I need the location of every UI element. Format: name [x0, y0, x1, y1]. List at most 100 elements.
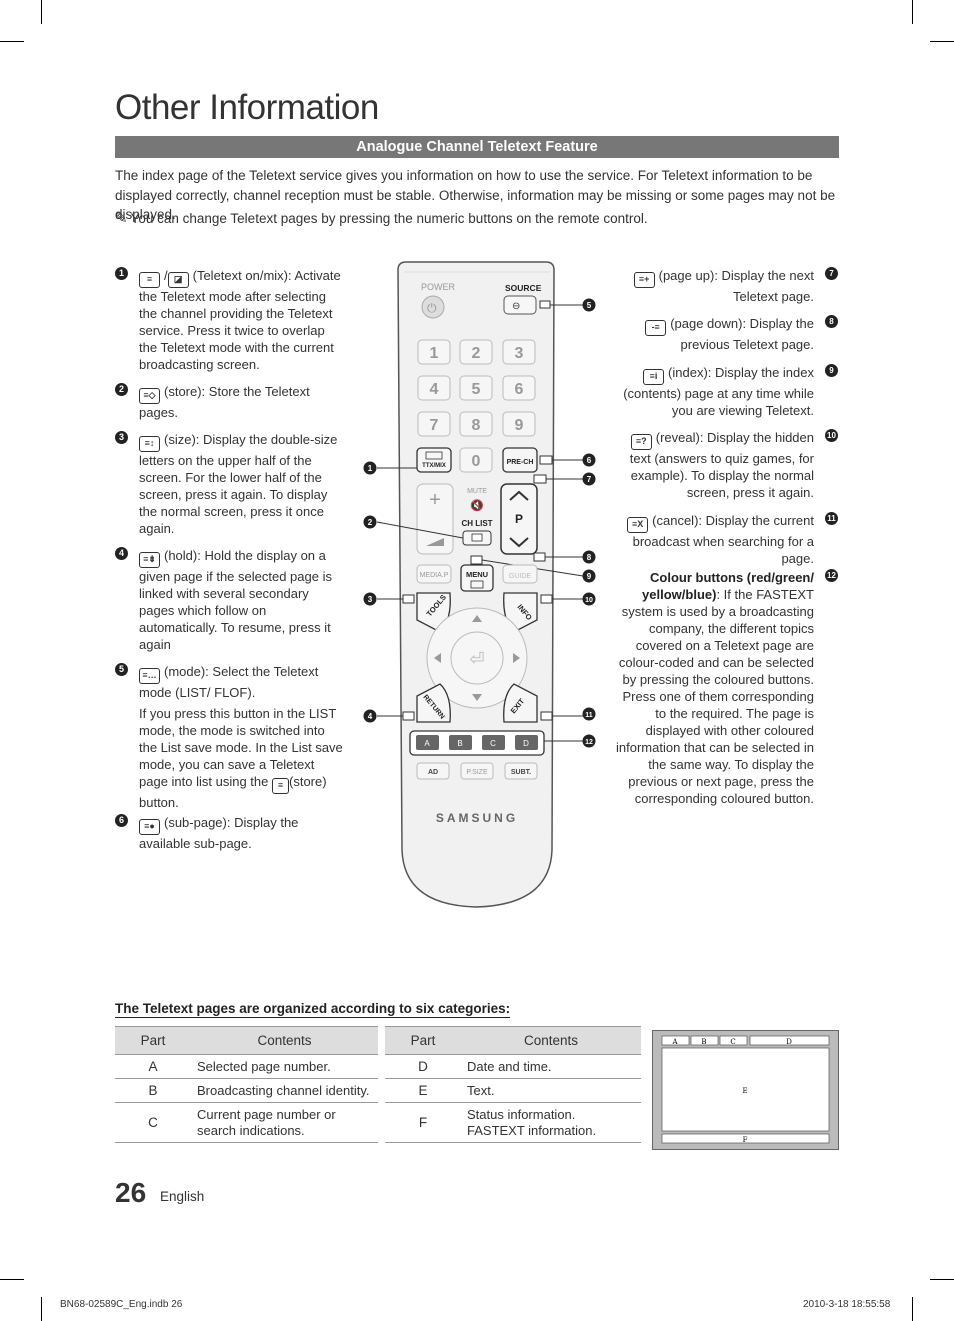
- item-number: 11: [825, 512, 838, 525]
- digit-label: 9: [515, 417, 524, 434]
- item-text: (page up): Display the next Teletext pag…: [658, 268, 814, 304]
- crop-mark: [930, 1279, 954, 1280]
- list-item: 10 ≡?(reveal): Display the hidden text (…: [614, 429, 838, 501]
- callout-number: 4: [368, 712, 373, 721]
- ch-list-label: CH LIST: [461, 519, 492, 528]
- callout-2: [363, 515, 377, 529]
- enter-icon: ⏎: [469, 649, 484, 669]
- callout-8: [582, 550, 596, 564]
- return-button: [416, 683, 451, 723]
- digit-label: 2: [472, 345, 481, 362]
- callout-9: [582, 569, 596, 583]
- page-down-icon: -≡: [645, 320, 667, 336]
- colour-button-label: A: [424, 739, 430, 748]
- ttx-mix-button: [416, 447, 452, 473]
- colour-button-label: B: [457, 739, 462, 748]
- down-arrow-icon: [472, 694, 482, 701]
- callout-6: [582, 453, 596, 467]
- item-number: 6: [115, 814, 128, 827]
- digit-button: [417, 375, 451, 401]
- digit-button: [502, 339, 536, 365]
- media-p-label: MEDIA.P: [420, 572, 449, 579]
- mode-icon: [539, 300, 551, 309]
- guide-button: [502, 564, 538, 584]
- callout-number: 7: [587, 475, 592, 484]
- p-size-button: [460, 762, 494, 780]
- cell-part: A: [115, 1054, 191, 1079]
- crop-mark: [0, 41, 24, 42]
- digit-label: 8: [472, 417, 481, 434]
- sub-page-icon: ≡●: [139, 819, 160, 835]
- source-label: SOURCE: [505, 283, 542, 293]
- footer-date: 2010-3-18 18:55:58: [803, 1299, 891, 1310]
- item-text: (mode): Select the Teletext mode (LIST/ …: [139, 664, 319, 700]
- callout-number: 8: [587, 553, 592, 562]
- store-icon: ≡: [272, 778, 289, 794]
- p-size-label: P.SIZE: [466, 769, 488, 776]
- digit-button: [459, 339, 493, 365]
- enter-button: [450, 631, 504, 685]
- crop-mark: [930, 41, 954, 42]
- digit-label: 3: [515, 345, 524, 362]
- crop-mark: [912, 1297, 913, 1321]
- item-number: 5: [115, 663, 128, 676]
- diagram-label: C: [730, 1038, 735, 1046]
- colour-button-d: [515, 735, 538, 750]
- list-item: 4 ≡⇟(hold): Hold the display on a given …: [115, 547, 345, 653]
- digit-label: 1: [430, 345, 439, 362]
- size-icon: [402, 594, 415, 604]
- brand-logo: SAMSUNG: [436, 811, 518, 825]
- crop-mark: [912, 0, 913, 24]
- guide-label: GUIDE: [509, 573, 532, 580]
- list-item: 9 ≡i(index): Display the index (contents…: [614, 364, 838, 419]
- cell-contents: Broadcasting channel identity.: [191, 1078, 378, 1103]
- page-down-icon: [533, 552, 546, 562]
- menu-button: [460, 564, 494, 592]
- diagram-part-b: [690, 1035, 719, 1046]
- colour-button-label: C: [490, 739, 496, 748]
- volume-up-icon: +: [429, 489, 441, 511]
- remote-control-illustration: POWER ⏻ SOURCE ⊖ 5 1 2 3 4 5 6 7 8 9 0 T…: [363, 261, 596, 908]
- cell-part: B: [115, 1078, 191, 1103]
- ad-label: AD: [428, 769, 438, 776]
- mute-label: MUTE: [467, 488, 487, 495]
- item-number: 3: [115, 431, 128, 444]
- diagram-part-a: [661, 1035, 690, 1046]
- reveal-icon: [540, 594, 553, 604]
- source-icon: ⊖: [512, 301, 520, 312]
- callout-number: 5: [587, 301, 592, 310]
- digit-button: [417, 411, 451, 437]
- digit-label: 4: [430, 381, 439, 398]
- list-item: 5 ≡…(mode): Select the Teletext mode (LI…: [115, 663, 345, 811]
- list-item: 8 -≡(page down): Display the previous Te…: [614, 315, 838, 353]
- exit-button: [503, 683, 538, 723]
- right-arrow-icon: [513, 653, 520, 663]
- item-number: 7: [825, 267, 838, 280]
- index-icon: ≡i: [643, 369, 665, 385]
- table-header-contents: Contents: [461, 1026, 641, 1055]
- p-label: P: [515, 512, 523, 526]
- callout-7: [582, 472, 596, 486]
- callout-10: [582, 592, 596, 606]
- left-arrow-icon: [434, 653, 441, 663]
- callout-number: 11: [585, 712, 593, 719]
- list-item: 11 ≡X(cancel): Display the current broad…: [614, 512, 838, 567]
- cell-contents: Date and time.: [461, 1054, 641, 1079]
- table-header-part: Part: [385, 1026, 461, 1055]
- diagram-part-f: [661, 1133, 830, 1144]
- item-text: (hold): Hold the display on a given page…: [139, 548, 332, 652]
- item-number: 12: [825, 569, 838, 582]
- digit-label: 5: [472, 381, 481, 398]
- list-item: 2 ≡◇(store): Store the Teletext pages.: [115, 383, 345, 421]
- intro-paragraph: The index page of the Teletext service g…: [115, 168, 836, 222]
- list-item: 3 ≡↕(size): Display the double-size lett…: [115, 431, 345, 537]
- callout-number: 3: [368, 595, 373, 604]
- item-text: (store): Store the Teletext pages.: [139, 384, 310, 420]
- list-item: 7 ≡+(page up): Display the next Teletext…: [614, 267, 838, 305]
- digit-label: 0: [472, 453, 481, 470]
- digit-label: 7: [430, 417, 439, 434]
